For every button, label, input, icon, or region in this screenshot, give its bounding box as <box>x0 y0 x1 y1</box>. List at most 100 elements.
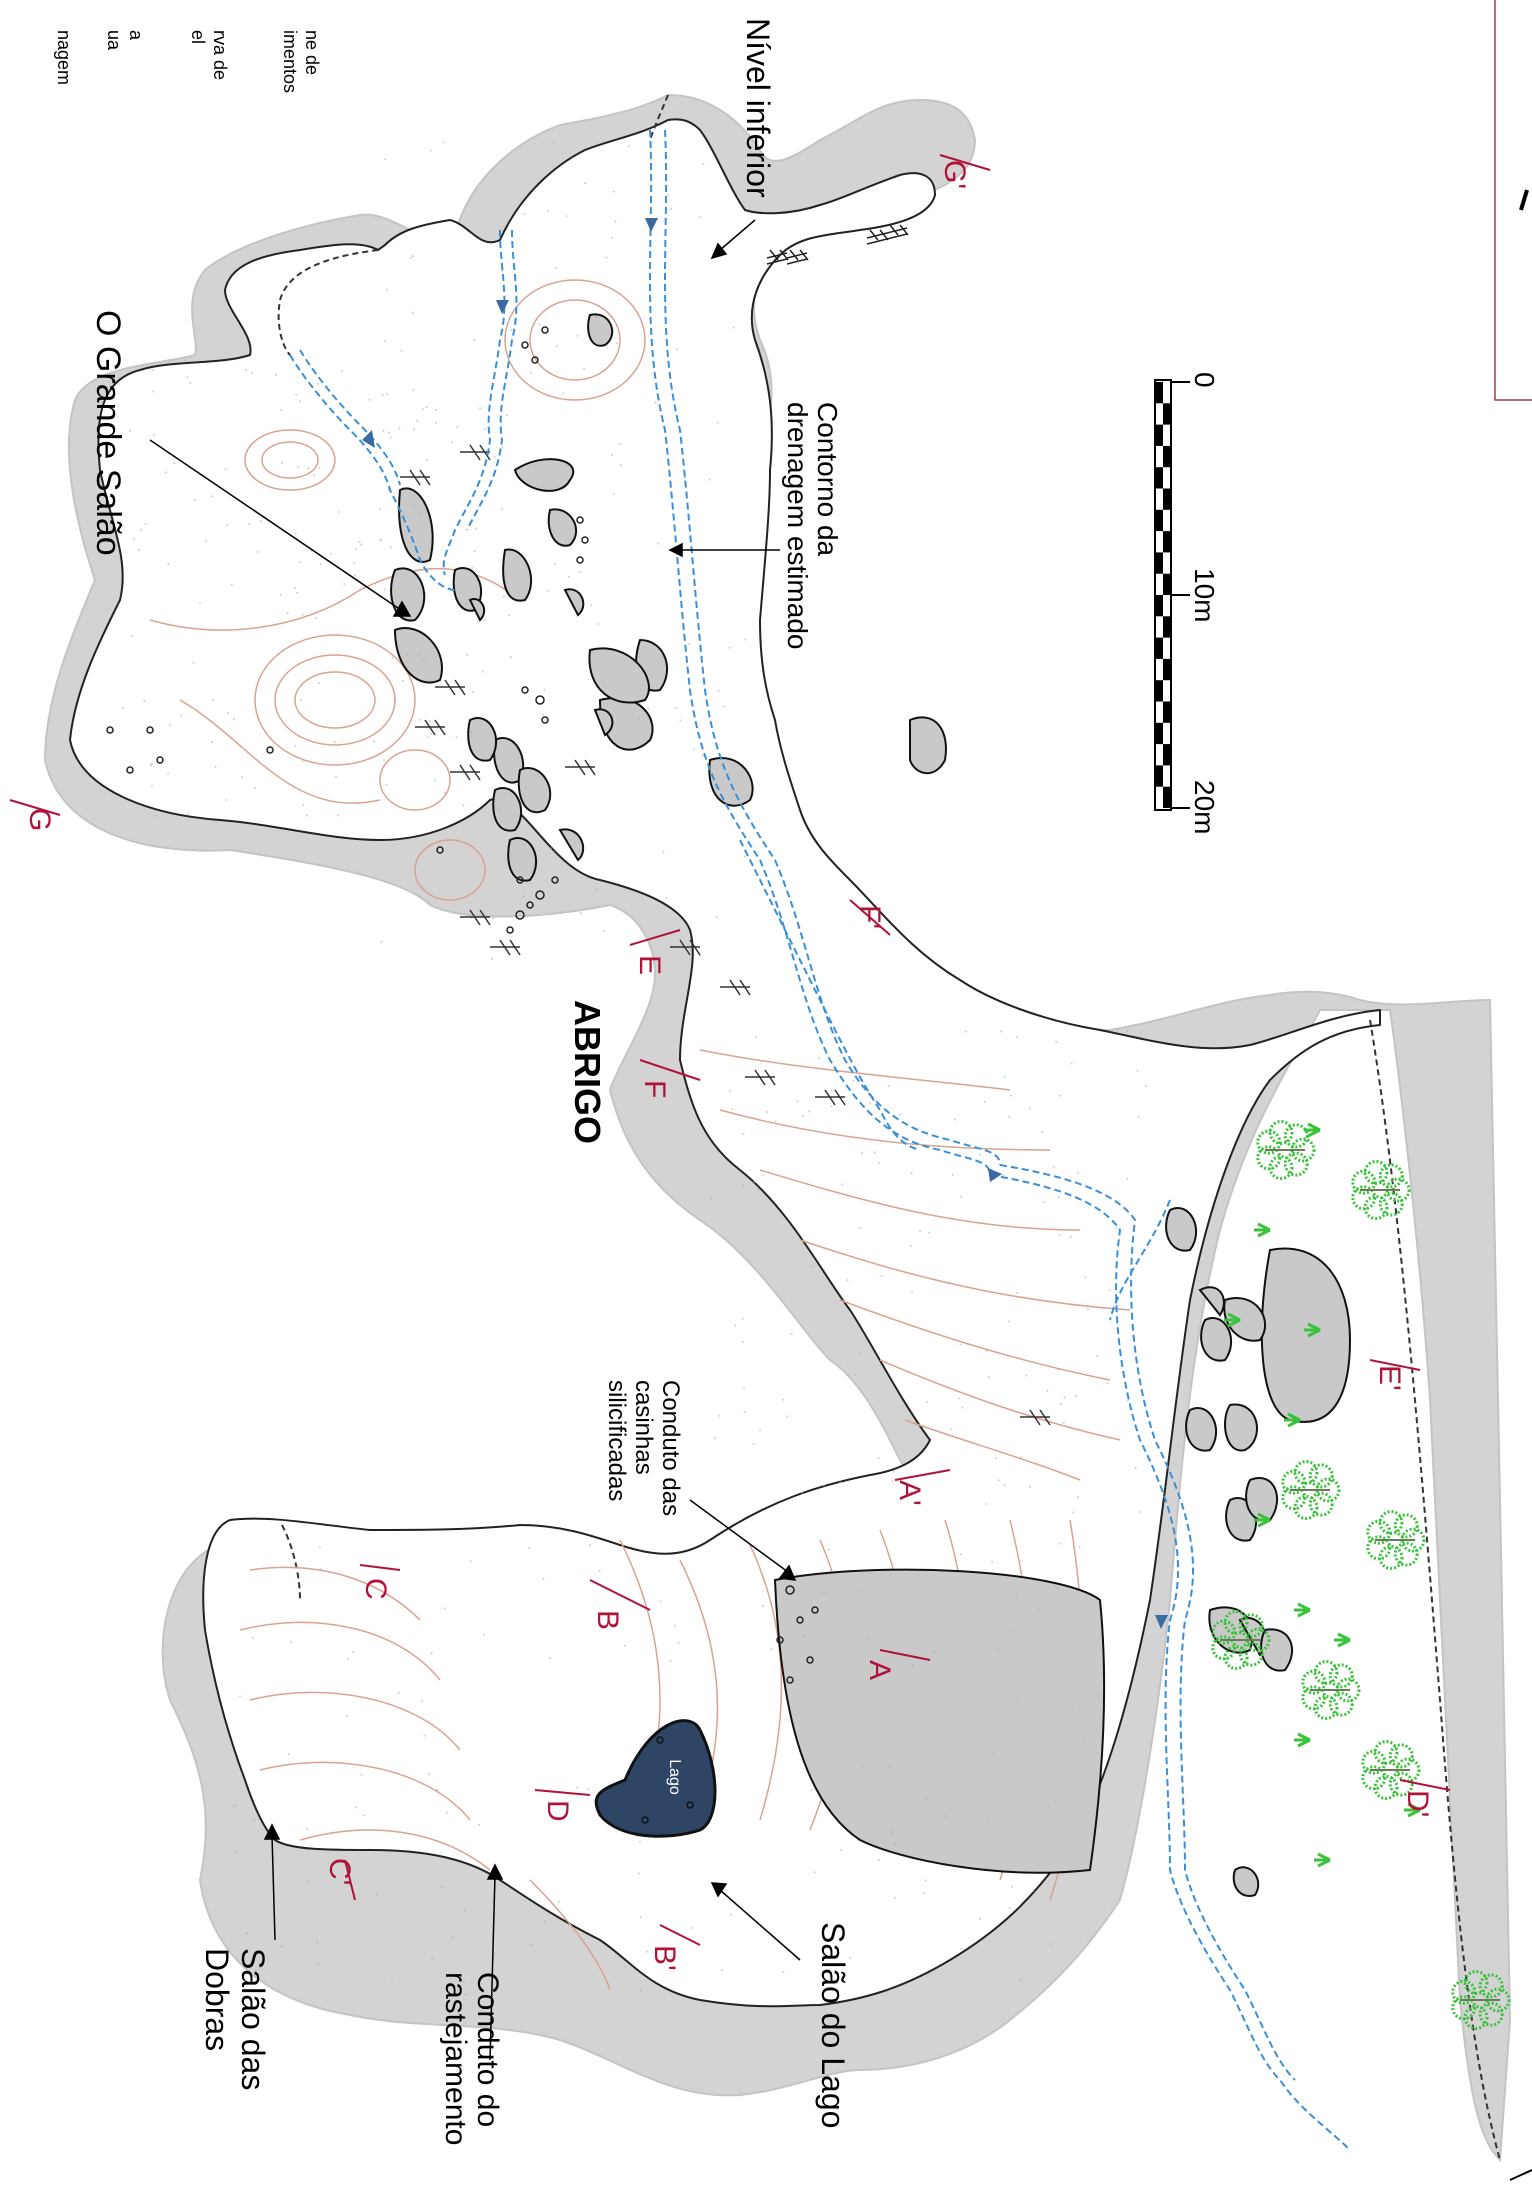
speckle-dot <box>253 1819 255 1822</box>
speckle-dot <box>576 334 579 337</box>
speckle-dot <box>510 656 513 658</box>
speckle-dot <box>538 323 541 326</box>
speckle-dot <box>530 371 533 374</box>
speckle-dot <box>302 803 305 806</box>
speckle-dot <box>330 552 333 555</box>
speckle-dot <box>892 1480 895 1483</box>
speckle-dot <box>813 1871 816 1874</box>
speckle-dot <box>501 508 504 511</box>
speckle-dot <box>910 1245 913 1247</box>
speckle-dot <box>1145 1085 1148 1088</box>
speckle-dot <box>412 255 415 257</box>
speckle-dot <box>612 492 615 495</box>
speckle-dot <box>721 1969 723 1972</box>
section-marks <box>9 154 1451 1946</box>
speckle-dot <box>857 1588 860 1591</box>
speckle-dot <box>601 681 604 683</box>
speckle-dot <box>1076 1172 1079 1175</box>
speckle-dot <box>286 612 289 615</box>
legend-line-3: rva de <box>210 30 230 80</box>
speckle-dot <box>473 550 476 553</box>
scale-block <box>1163 658 1171 681</box>
speckle-dot <box>619 464 622 466</box>
speckle-dot <box>417 477 420 480</box>
speckle-dot <box>926 1400 929 1403</box>
speckle-dot <box>382 394 384 397</box>
speckle-dot <box>728 1090 731 1093</box>
speckle-dot <box>588 1544 591 1547</box>
speckle-dot <box>380 941 383 944</box>
speckle-dot <box>475 527 478 530</box>
scale-block <box>1155 382 1163 404</box>
speckle-dot <box>1126 1399 1129 1402</box>
speckle-dot <box>466 653 469 656</box>
speckle-dot <box>810 1789 813 1792</box>
lake <box>594 1719 717 1838</box>
speckle-dot <box>716 421 719 424</box>
speckle-dot <box>133 537 136 540</box>
speckle-dot <box>1008 1115 1011 1118</box>
label-conduto-rastejamento-line-2: rastejamento <box>439 1972 472 2145</box>
speckle-dot <box>1009 1629 1012 1632</box>
speckle-dot <box>337 511 340 513</box>
label-nivel-inferior: Nível inferior <box>740 18 776 198</box>
speckle-dot <box>210 741 213 744</box>
speckle-dot <box>862 1765 865 1768</box>
speckle-dot <box>710 1197 713 1200</box>
speckle-dot <box>383 588 386 591</box>
speckle-dot <box>741 1317 744 1320</box>
speckle-dot <box>390 546 392 549</box>
speckle-dot <box>306 1828 308 1831</box>
speckle-dot <box>565 215 568 218</box>
speckle-dot <box>524 914 527 917</box>
scale-block <box>1155 680 1163 702</box>
speckle-dot <box>796 1100 799 1103</box>
speckle-dot <box>717 690 720 692</box>
speckle-dot <box>280 1945 283 1948</box>
speckle-dot <box>427 1773 430 1776</box>
vegetation <box>1211 1120 1511 2030</box>
speckle-dot <box>598 1569 601 1572</box>
speckle-dot <box>316 1940 319 1943</box>
speckle-dot <box>446 1811 448 1814</box>
speckle-dot <box>340 370 343 373</box>
speckle-dot <box>319 1568 322 1571</box>
sprout-icon <box>1314 1852 1331 1868</box>
speckle-dot <box>647 707 650 710</box>
speckle-dot <box>910 1491 913 1494</box>
speckle-dot <box>1062 1422 1065 1424</box>
speckle-dot <box>1058 1234 1061 1237</box>
speckle-dot <box>316 382 319 385</box>
speckle-dot <box>167 772 170 775</box>
speckle-dot <box>451 441 454 444</box>
speckle-dot <box>1008 1320 1010 1323</box>
speckle-dot <box>579 571 582 574</box>
speckle-dot <box>911 1664 914 1667</box>
speckle-dot <box>346 1715 348 1718</box>
speckle-dot <box>1010 1094 1013 1097</box>
scale-block <box>1163 488 1171 510</box>
speckle-dot <box>153 434 155 436</box>
speckle-dot <box>189 382 192 384</box>
label-conduto-rastejamento-line-1: Conduto do <box>471 1972 504 2127</box>
speckle-dot <box>227 711 230 714</box>
speckle-dot <box>505 414 508 417</box>
speckle-dot <box>983 1100 986 1103</box>
speckle-dot <box>675 348 678 351</box>
speckle-dot <box>1002 1174 1005 1176</box>
speckle-dot <box>670 1955 673 1958</box>
speckle-dot <box>1057 1368 1060 1371</box>
section-b: B <box>591 1610 624 1630</box>
legend-line-1: ne de <box>302 30 322 75</box>
speckle-dot <box>318 467 321 470</box>
scale-block <box>1155 765 1163 787</box>
speckle-dot <box>465 602 468 605</box>
speckle-dot <box>1059 1094 1061 1097</box>
speckle-dot <box>985 1503 988 1505</box>
speckle-dot <box>612 190 615 193</box>
speckle-dot <box>226 524 229 527</box>
speckle-dot <box>187 812 190 815</box>
section-e: E <box>633 955 666 975</box>
speckle-dot <box>421 408 424 411</box>
speckle-dot <box>1139 1031 1142 1034</box>
